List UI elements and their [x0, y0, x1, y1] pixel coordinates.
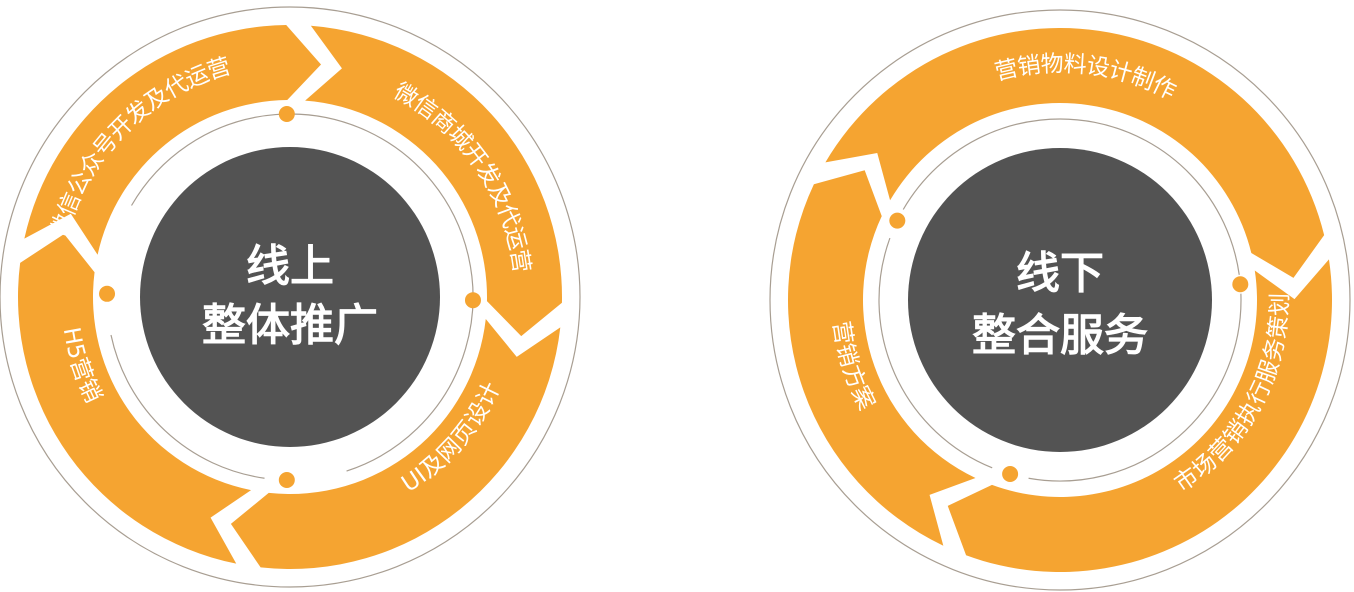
- cycle-segment: [17, 233, 252, 564]
- connector-dot: [278, 106, 295, 123]
- connector-dot: [278, 471, 295, 488]
- cycle-segment: [24, 25, 322, 255]
- center-title-line-2: 整合服务: [972, 310, 1148, 361]
- segment-label: 市场营销方案策划: [0, 0, 879, 414]
- cycle-segment: [825, 28, 1325, 278]
- outer-ring-line: [769, 9, 1351, 591]
- connector-dots: [889, 212, 1249, 482]
- connector-dot: [1232, 276, 1249, 293]
- cycle-segment: [230, 318, 561, 569]
- center-hub: [140, 147, 440, 447]
- cycle-segment: [787, 170, 976, 546]
- center-title-line-1: 线上: [246, 241, 334, 292]
- connector-dot: [99, 285, 116, 302]
- connector-dot: [464, 292, 481, 309]
- center-title-line-2: 整体推广: [202, 300, 378, 351]
- connector-dot: [1002, 465, 1019, 482]
- inner-ring-line: [878, 118, 1242, 482]
- connector-dots: [99, 106, 481, 488]
- connector-dot: [889, 212, 906, 229]
- center-title-line-1: 线下: [1016, 248, 1104, 299]
- cycle-segment: [305, 25, 562, 337]
- center-hub: [908, 148, 1212, 452]
- outer-ring-line: [0, 6, 581, 588]
- cycle-segment: [947, 259, 1332, 572]
